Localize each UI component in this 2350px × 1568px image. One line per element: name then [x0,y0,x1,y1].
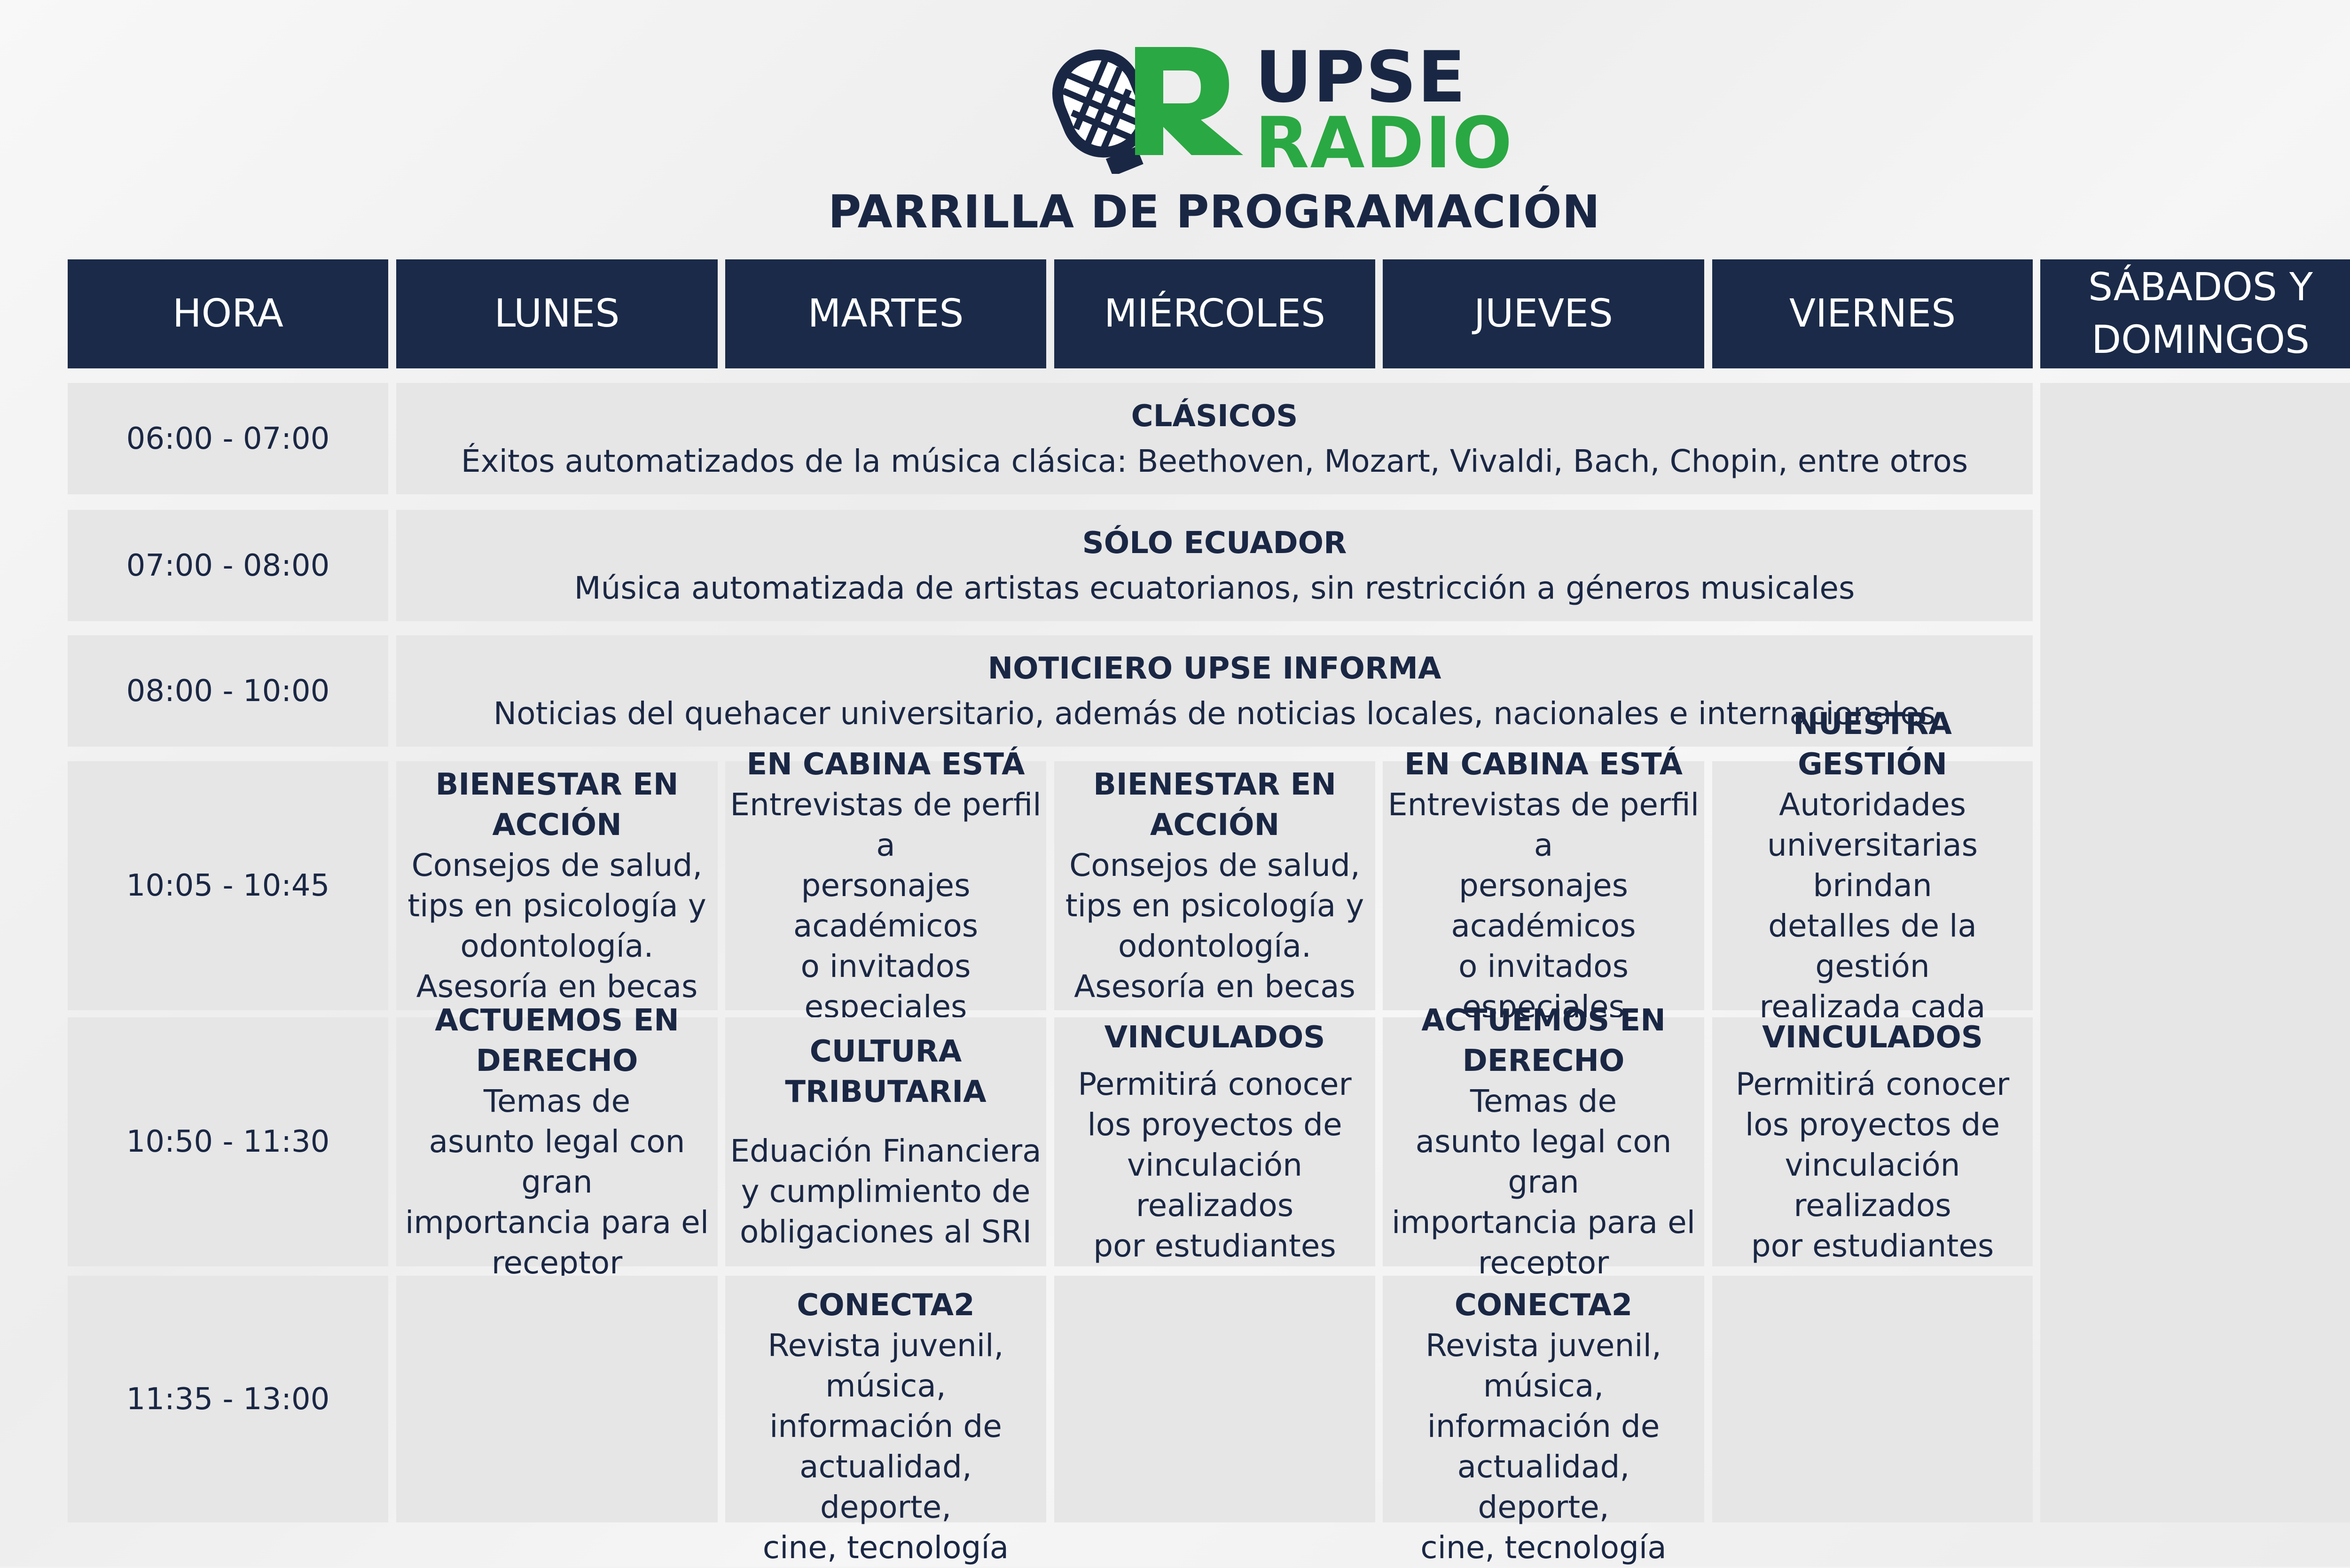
program-description: Entrevistas de perfil a personajes acadé… [1387,787,1700,1025]
header-miercoles: MIÉRCOLES [1054,259,1375,368]
program-description: Revista juvenil, música, información de … [1420,1327,1667,1566]
program-cell-empty [1054,1276,1375,1522]
microphone-r-icon [1052,47,1243,174]
program-title: CLÁSICOS [1131,398,1298,434]
program-cell: VINCULADOS Permitirá conocer los proyect… [1054,1017,1375,1266]
time-cell: 07:00 - 08:00 [68,510,388,621]
program-description: Consejos de salud, tips en psicología y … [1065,847,1364,1005]
header-sabados-domingos: SÁBADOS Y DOMINGOS [2040,259,2350,368]
program-description: Entrevistas de perfil a personajes acadé… [730,787,1042,1025]
program-title: VINCULADOS [1104,1020,1325,1055]
header-lunes: LUNES [396,259,718,368]
program-cell: CONECTA2 Revista juvenil, música, inform… [1383,1276,1704,1566]
program-description: Éxitos automatizados de la música clásic… [461,443,1968,479]
weekend-column [2040,383,2350,1522]
program-title: CULTURA TRIBUTARIA [785,1034,987,1109]
program-title: VINCULADOS [1762,1020,1983,1055]
program-cell: NUESTRA GESTIÓN Autoridades universitari… [1712,707,2033,1065]
time-cell: 11:35 - 13:00 [68,1276,388,1522]
program-title: BIENESTAR EN ACCIÓN [1093,767,1336,843]
program-title: EN CABINA ESTÁ [746,747,1025,782]
header-martes: MARTES [725,259,1046,368]
program-cell: BIENESTAR EN ACCIÓN Consejos de salud, t… [1054,761,1375,1010]
program-title: EN CABINA ESTÁ [1404,747,1683,782]
program-description: Temas de asunto legal con gran importanc… [1391,1083,1696,1281]
program-description: Consejos de salud, tips en psicología y … [407,847,706,1005]
program-title: ACTUEMOS EN DERECHO [1421,1003,1666,1078]
program-description: Revista juvenil, música, información de … [762,1327,1009,1566]
program-description: Eduación Financiera y cumplimiento de ob… [730,1133,1042,1250]
header-viernes: VIERNES [1712,259,2033,368]
program-title: NOTICIERO UPSE INFORMA [987,651,1441,686]
header-hora: HORA [68,259,388,368]
time-cell: 10:50 - 11:30 [68,1017,388,1266]
program-title: CONECTA2 [797,1288,975,1323]
program-cell-solo-ecuador: SÓLO ECUADOR Música automatizada de arti… [396,510,2033,621]
program-cell: BIENESTAR EN ACCIÓN Consejos de salud, t… [396,761,718,1010]
program-cell: EN CABINA ESTÁ Entrevistas de perfil a p… [725,747,1046,1025]
program-title: BIENESTAR EN ACCIÓN [435,767,679,843]
program-cell: ACTUEMOS EN DERECHO Temas de asunto lega… [396,1003,718,1281]
page-title: PARRILLA DE PROGRAMACIÓN [828,186,1600,238]
program-cell-empty [396,1276,718,1522]
program-description: Permitirá conocer los proyectos de vincu… [1735,1066,2010,1264]
time-cell: 08:00 - 10:00 [68,635,388,747]
program-cell-clasicos: CLÁSICOS Éxitos automatizados de la músi… [396,383,2033,494]
program-title: ACTUEMOS EN DERECHO [435,1003,679,1078]
brand-upse-text: UPSE [1255,37,1467,118]
brand-radio-text: RADIO [1255,102,1513,184]
time-cell: 10:05 - 10:45 [68,761,388,1010]
program-cell: VINCULADOS Permitirá conocer los proyect… [1712,1017,2033,1266]
program-cell: EN CABINA ESTÁ Entrevistas de perfil a p… [1383,747,1704,1025]
header-jueves: JUEVES [1383,259,1704,368]
program-cell-empty [1712,1276,2033,1522]
time-cell: 06:00 - 07:00 [68,383,388,494]
program-description: Permitirá conocer los proyectos de vincu… [1078,1066,1352,1264]
program-description: Noticias del quehacer universitario, ade… [493,695,1936,732]
upse-radio-logo: UPSE RADIO [1022,33,1512,179]
program-cell: ACTUEMOS EN DERECHO Temas de asunto lega… [1383,1003,1704,1281]
program-cell-noticiero: NOTICIERO UPSE INFORMA Noticias del queh… [396,635,2033,747]
program-title: NUESTRA GESTIÓN [1793,707,1952,782]
program-description: Música automatizada de artistas ecuatori… [574,569,1855,606]
program-title: SÓLO ECUADOR [1082,525,1347,561]
program-cell: CONECTA2 Revista juvenil, música, inform… [725,1276,1046,1566]
program-title: CONECTA2 [1454,1288,1633,1323]
program-description: Temas de asunto legal con gran importanc… [405,1083,709,1281]
program-cell: CULTURA TRIBUTARIA Eduación Financiera y… [725,1017,1046,1266]
